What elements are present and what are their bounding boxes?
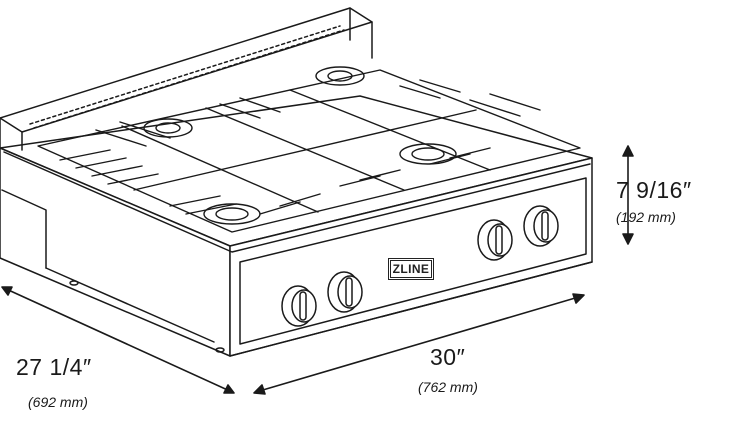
width-dimension-metric: (762 mm) [418, 379, 478, 395]
height-dimension-metric: (192 mm) [616, 209, 676, 225]
height-dimension-arrow [622, 145, 634, 245]
burners [143, 66, 457, 225]
grates [37, 69, 581, 233]
control-knobs [281, 205, 559, 327]
burner-front-right [399, 143, 457, 165]
depth-dimension-imperial: 27 1/4″ [16, 354, 92, 380]
burner-front-left [203, 203, 261, 225]
knob-3 [477, 219, 513, 261]
burner-back-right [315, 66, 365, 86]
depth-dimension-metric: (692 mm) [28, 394, 88, 410]
knob-2 [327, 271, 363, 313]
depth-dimension-arrow [1, 286, 235, 394]
burner-back-left [143, 118, 193, 138]
height-dimension-imperial: 7 9/16″ [616, 177, 692, 203]
width-dimension-imperial: 30″ [430, 344, 466, 370]
knob-1 [281, 285, 317, 327]
brand-logo: ZLINE [388, 258, 434, 280]
width-dimension-arrow [253, 293, 585, 395]
knob-4 [523, 205, 559, 247]
